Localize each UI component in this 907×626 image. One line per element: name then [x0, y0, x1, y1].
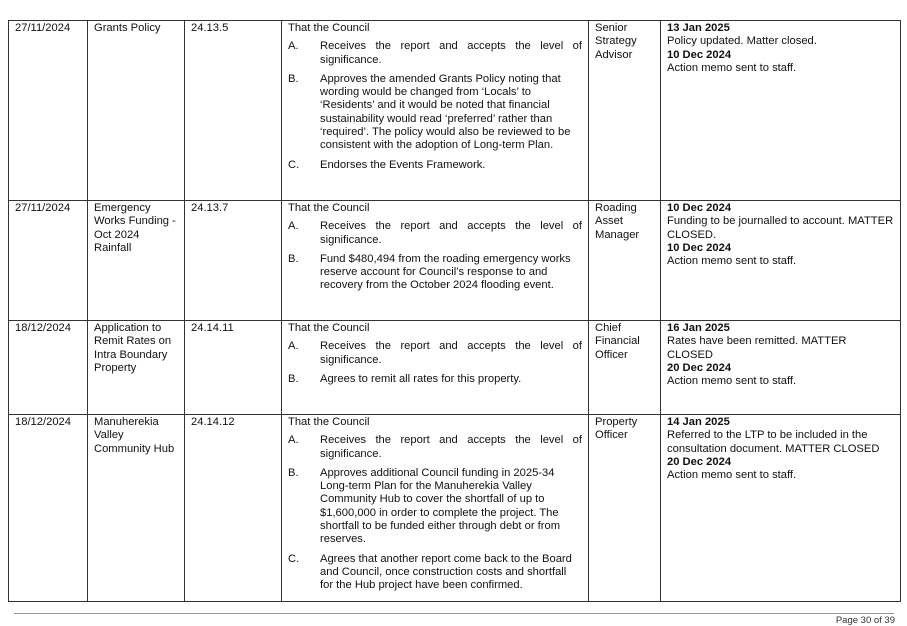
table-row: 18/12/2024 Manuherekia Valley Community … [8, 414, 901, 602]
action-date: 13 Jan 2025 [667, 22, 730, 34]
resolution-intro: That the Council [288, 322, 370, 334]
table-row: 18/12/2024 Application to Remit Rates on… [8, 320, 901, 415]
action-note: Action memo sent to staff. [667, 469, 797, 482]
action-status: 13 Jan 2025 Policy updated. Matter close… [660, 20, 901, 201]
resolution-ref: 24.13.7 [184, 200, 282, 321]
resolution-ref: 24.14.12 [184, 414, 282, 602]
resolution-intro: That the Council [288, 416, 370, 428]
action-note: Funding to be journalled to account. MAT… [667, 215, 894, 241]
item-text: Receives the report and accepts the leve… [320, 340, 582, 366]
action-date: 20 Dec 2024 [667, 361, 732, 374]
action-note: Action memo sent to staff. [667, 61, 797, 74]
resolution-text: That the Council A. Receives the report … [281, 20, 589, 201]
responsible-officer: Roading Asset Manager [588, 200, 661, 321]
action-status: 10 Dec 2024 Funding to be journalled to … [660, 200, 901, 321]
item-letter: B. [288, 466, 299, 479]
resolution-intro: That the Council [288, 202, 370, 214]
resolution-item: A. Receives the report and accepts the l… [288, 40, 582, 67]
item-text: Receives the report and accepts the leve… [320, 434, 582, 460]
page-number: Page 30 of 39 [835, 615, 895, 626]
meeting-date: 27/11/2024 [8, 200, 88, 321]
action-note: Policy updated. Matter closed. [667, 35, 817, 48]
item-letter: B. [288, 72, 299, 85]
resolution-item: B. Agrees to remit all rates for this pr… [288, 373, 582, 386]
resolution-intro: That the Council [288, 22, 370, 34]
action-note: Action memo sent to staff. [667, 255, 797, 268]
resolution-ref: 24.13.5 [184, 20, 282, 201]
action-date: 16 Jan 2025 [667, 322, 730, 334]
meeting-date: 27/11/2024 [8, 20, 88, 201]
item-text: Approves additional Council funding in 2… [320, 466, 561, 546]
action-date: 10 Dec 2024 [667, 241, 732, 254]
responsible-officer: Senior Strategy Advisor [588, 20, 661, 201]
item-letter: A. [288, 220, 299, 233]
footer-divider [14, 613, 894, 614]
resolution-item: C. Endorses the Events Framework. [288, 159, 582, 172]
item-text: Agrees that another report come back to … [320, 552, 572, 592]
item-letter: A. [288, 434, 299, 447]
item-letter: C. [288, 158, 300, 171]
item-text: Endorses the Events Framework. [320, 158, 486, 171]
resolution-item: B. Fund $480,494 from the roading emerge… [288, 253, 582, 293]
meeting-date: 18/12/2024 [8, 320, 88, 415]
item-text: Approves the amended Grants Policy notin… [320, 72, 571, 152]
resolution-ref: 24.14.11 [184, 320, 282, 415]
resolutions-table: 27/11/2024 Grants Policy 24.13.5 That th… [8, 20, 901, 602]
resolution-text: That the Council A. Receives the report … [281, 200, 589, 321]
responsible-officer: Chief Financial Officer [588, 320, 661, 415]
resolution-text: That the Council A. Receives the report … [281, 414, 589, 602]
resolution-subject: Grants Policy [87, 20, 185, 201]
item-text: Receives the report and accepts the leve… [320, 40, 582, 66]
resolution-subject: Emergency Works Funding - Oct 2024 Rainf… [87, 200, 185, 321]
item-letter: C. [288, 552, 300, 565]
item-letter: A. [288, 340, 299, 353]
action-date: 20 Dec 2024 [667, 455, 732, 468]
table-row: 27/11/2024 Emergency Works Funding - Oct… [8, 200, 901, 321]
table-row: 27/11/2024 Grants Policy 24.13.5 That th… [8, 20, 901, 201]
action-date: 14 Jan 2025 [667, 416, 730, 428]
action-date: 10 Dec 2024 [667, 48, 732, 61]
item-letter: B. [288, 252, 299, 265]
resolution-item: A. Receives the report and accepts the l… [288, 220, 582, 247]
resolution-item: A. Receives the report and accepts the l… [288, 434, 582, 461]
resolution-item: B. Approves additional Council funding i… [288, 467, 582, 547]
action-note: Action memo sent to staff. [667, 375, 797, 388]
item-letter: A. [288, 40, 299, 53]
action-note: Rates have been remitted. MATTER CLOSED [667, 335, 847, 361]
resolution-item: B. Approves the amended Grants Policy no… [288, 73, 582, 153]
action-date: 10 Dec 2024 [667, 202, 732, 214]
action-note: Referred to the LTP to be included in th… [667, 429, 880, 455]
resolution-item: A. Receives the report and accepts the l… [288, 340, 582, 367]
item-text: Receives the report and accepts the leve… [320, 220, 582, 246]
meeting-date: 18/12/2024 [8, 414, 88, 602]
action-status: 14 Jan 2025 Referred to the LTP to be in… [660, 414, 901, 602]
resolution-text: That the Council A. Receives the report … [281, 320, 589, 415]
item-text: Agrees to remit all rates for this prope… [320, 372, 522, 385]
responsible-officer: Property Officer [588, 414, 661, 602]
resolution-subject: Application to Remit Rates on Intra Boun… [87, 320, 185, 415]
resolution-subject: Manuherekia Valley Community Hub [87, 414, 185, 602]
action-status: 16 Jan 2025 Rates have been remitted. MA… [660, 320, 901, 415]
item-text: Fund $480,494 from the roading emergency… [320, 252, 571, 292]
item-letter: B. [288, 372, 299, 385]
resolution-item: C. Agrees that another report come back … [288, 553, 582, 593]
